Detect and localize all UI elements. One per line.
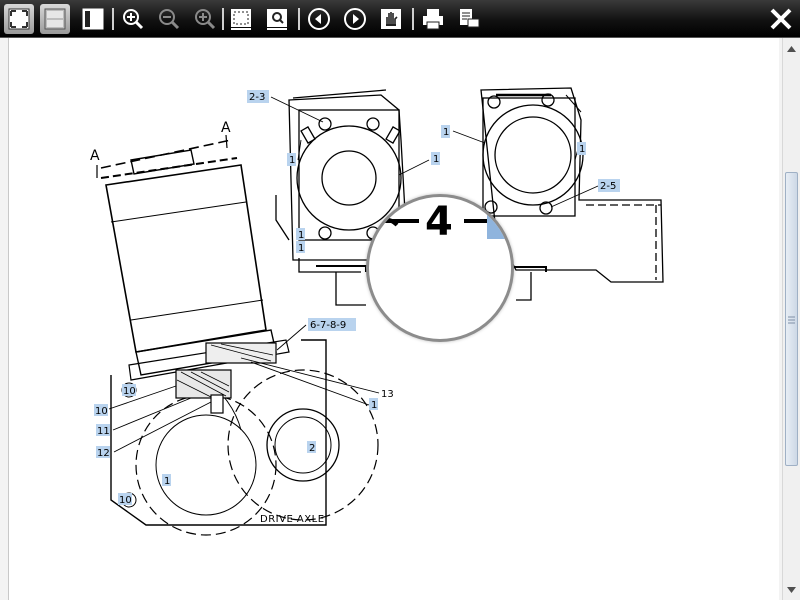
find-button[interactable]	[262, 4, 292, 34]
scroll-thumb[interactable]	[785, 172, 798, 466]
callout-1: 1	[371, 400, 377, 411]
magnified-content: 4	[369, 199, 511, 245]
pump-left	[275, 89, 407, 306]
leader-lines	[108, 96, 599, 453]
chevron-down-icon	[787, 586, 796, 593]
document-page: 2-3 1 1 1 1 2-5 1 1 6-7-8-9 13 1 10 10	[8, 38, 779, 600]
engineering-drawing: 2-3 1 1 1 1 2-5 1 1 6-7-8-9 13 1 10 10	[90, 87, 664, 536]
chevron-up-icon	[787, 45, 796, 52]
pan-button[interactable]	[376, 4, 406, 34]
find-icon	[267, 9, 287, 30]
callout-6-7-8-9: 6-7-8-9	[310, 320, 346, 331]
print-preview-button[interactable]	[454, 4, 484, 34]
previous-icon	[308, 8, 330, 30]
drive-axle-label: DRIVE AXLE	[260, 514, 325, 525]
callout-1: 1	[298, 243, 304, 254]
callout-2-3: 2-3	[249, 92, 265, 103]
callout-2-5: 2-5	[600, 181, 616, 192]
print-preview-icon	[460, 9, 480, 28]
zoom-out-button[interactable]	[154, 4, 184, 34]
callout-10: 10	[119, 495, 132, 506]
vertical-scrollbar[interactable]	[782, 38, 800, 600]
grip-icon	[788, 316, 795, 324]
callout-11: 11	[97, 426, 110, 437]
callout-1: 1	[443, 127, 449, 138]
select-area-icon	[231, 9, 251, 30]
zoom-in-icon	[123, 9, 144, 30]
scroll-up-button[interactable]	[783, 40, 800, 57]
magnifier-lens[interactable]: 4	[366, 194, 514, 342]
scroll-down-button[interactable]	[783, 581, 800, 598]
page-layout-icon	[82, 8, 104, 30]
toolbar-separator	[298, 8, 300, 30]
close-button[interactable]	[766, 4, 796, 34]
single-page-button[interactable]	[40, 4, 70, 34]
gear-detail	[175, 342, 277, 414]
callout-1: 1	[289, 155, 295, 166]
callout-1: 1	[298, 230, 304, 241]
zoom-reset-icon	[195, 9, 216, 30]
zoom-reset-button[interactable]	[190, 4, 220, 34]
viewer-toolbar	[0, 0, 800, 38]
next-icon	[344, 8, 366, 30]
pan-hand-icon	[381, 9, 401, 29]
print-button[interactable]	[418, 4, 448, 34]
callout-10: 10	[123, 386, 136, 397]
next-button[interactable]	[340, 4, 370, 34]
zoom-out-icon	[159, 9, 180, 30]
print-icon	[423, 9, 443, 30]
select-area-button[interactable]	[226, 4, 256, 34]
callout-1: 1	[164, 476, 170, 487]
section-mark-left: A	[90, 148, 100, 164]
section-mark-right: A	[221, 120, 231, 136]
gearbox	[110, 339, 379, 536]
zoom-in-button[interactable]	[118, 4, 148, 34]
callout-12: 12	[97, 448, 110, 459]
callout-13: 13	[381, 389, 394, 400]
toolbar-separator	[222, 8, 224, 30]
page-layout-button[interactable]	[78, 4, 108, 34]
callout-1: 1	[433, 154, 439, 165]
close-icon	[770, 8, 792, 30]
toolbar-separator	[112, 8, 114, 30]
fit-page-icon	[8, 8, 30, 30]
single-page-icon	[44, 8, 66, 30]
fit-page-button[interactable]	[4, 4, 34, 34]
callout-10: 10	[95, 406, 108, 417]
callout-2: 2	[309, 443, 315, 454]
toolbar-separator	[412, 8, 414, 30]
previous-button[interactable]	[304, 4, 334, 34]
callout-1: 1	[579, 144, 585, 155]
magnified-callout: 4	[425, 199, 453, 245]
